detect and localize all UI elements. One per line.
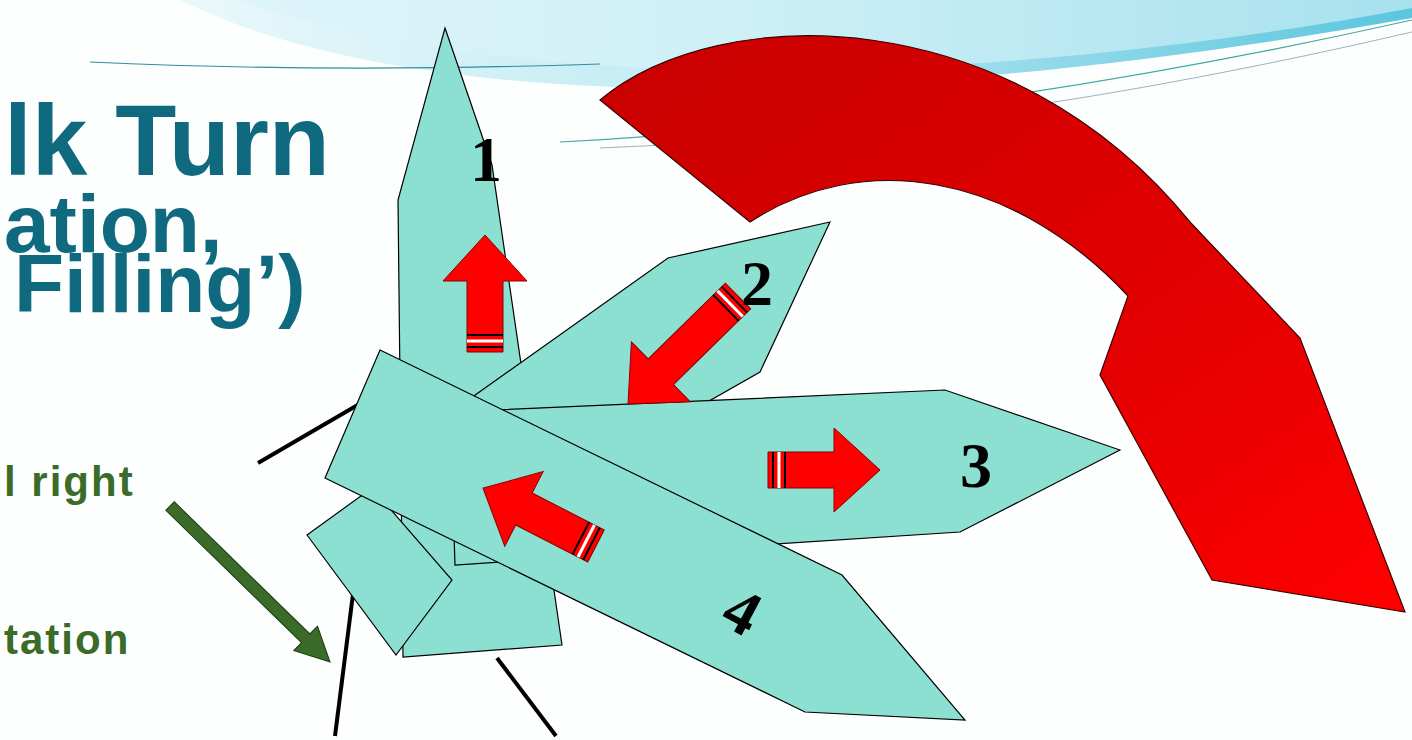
arrow-stripe [467, 334, 503, 336]
boat-shape [325, 350, 965, 720]
arrow-stripe [784, 452, 786, 488]
note-text: tation [4, 619, 130, 661]
note-text: l right [4, 461, 135, 503]
arrow-stripe [467, 346, 503, 348]
arrow-stripe [772, 452, 774, 488]
move-arrow [443, 235, 527, 352]
callout-number: 2 [741, 252, 773, 316]
callout-number: 4 [713, 576, 771, 648]
arrow-body [464, 451, 615, 584]
move-arrow [464, 451, 615, 584]
slide-title: lk Turn [4, 90, 330, 190]
move-arrow [768, 428, 880, 512]
header-line [90, 62, 600, 68]
arrow-stripe [573, 522, 589, 554]
oar-line [497, 658, 556, 736]
rotation-arrow [600, 36, 1405, 612]
arrow-body [443, 235, 527, 352]
arrow-stripe [778, 452, 781, 488]
arrow-stripe [467, 340, 503, 343]
arrow-body [768, 428, 880, 512]
callout-number: 1 [470, 128, 502, 192]
title-fragment: Filling’) [14, 243, 305, 325]
callout-number: 3 [960, 434, 992, 498]
oar-line [335, 594, 353, 736]
pointer-arrow [158, 494, 342, 674]
arrow-stripe [713, 295, 738, 321]
